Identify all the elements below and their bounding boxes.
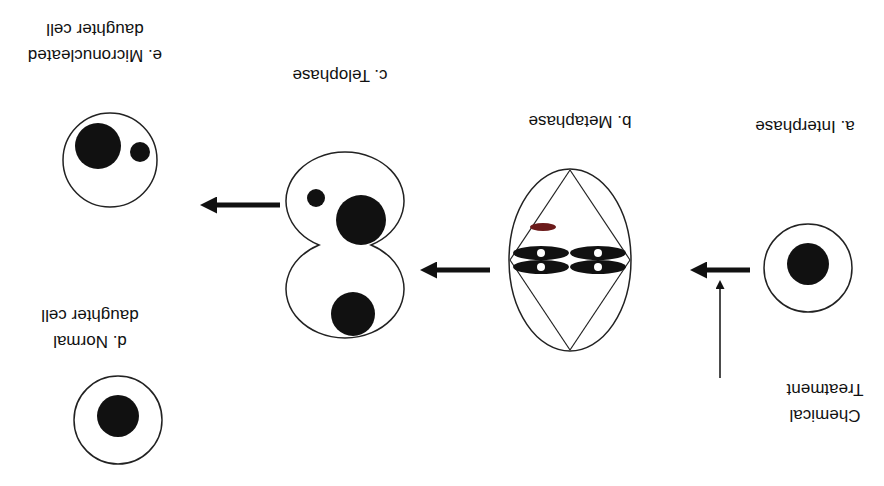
stage-label: a. Interphase [730, 113, 880, 139]
stage-label: d. Normal daughter cell [33, 302, 148, 354]
spindle-fiber [510, 260, 570, 350]
cell-membrane [508, 168, 632, 352]
nucleus [331, 292, 375, 336]
centromere [537, 263, 545, 271]
cell-node: d. Normal daughter cell [73, 375, 163, 465]
chromatid [570, 246, 626, 260]
nucleus [336, 195, 386, 245]
chromosomes [513, 223, 626, 274]
stage-label: e. Micronucleated daughter cell [20, 16, 170, 68]
cell-membrane [62, 112, 158, 208]
nucleus [97, 395, 139, 437]
cell-node: a. Interphase [763, 223, 853, 313]
spindle-fiber [570, 170, 630, 260]
cell-membrane [763, 223, 853, 313]
cell-outline [764, 224, 852, 312]
cell-membrane [73, 375, 163, 465]
centromere [594, 249, 602, 257]
spindle [510, 170, 630, 350]
spindle-fiber [570, 260, 630, 350]
cell-node: c. Telophase [285, 150, 405, 340]
process-arrow [217, 203, 280, 208]
cell-outline [74, 376, 162, 464]
cell-outline [509, 169, 631, 351]
micronucleus [307, 189, 325, 207]
spindle-fiber [510, 170, 570, 260]
treatment-label: Chemical Treatment [775, 376, 875, 428]
stage-label: c. Telophase [265, 62, 415, 88]
stage-label: b. Metaphase [505, 108, 655, 134]
cell-node: b. Metaphase [508, 168, 632, 352]
nucleus [787, 243, 829, 285]
centromere [594, 263, 602, 271]
chromatid [570, 260, 626, 274]
treatment-arrow [719, 289, 721, 378]
centromere [537, 249, 545, 257]
cell-outline [286, 152, 404, 338]
cell-membrane [285, 150, 405, 340]
nucleus [75, 123, 121, 169]
lagging-chromosome [530, 223, 556, 231]
cell-node: e. Micronucleated daughter cell [62, 112, 158, 208]
chromatid [513, 260, 569, 274]
chromatid [513, 246, 569, 260]
cell-outline [63, 113, 157, 207]
micronucleus [130, 142, 150, 162]
process-arrow [707, 268, 750, 273]
process-arrow [437, 268, 490, 273]
